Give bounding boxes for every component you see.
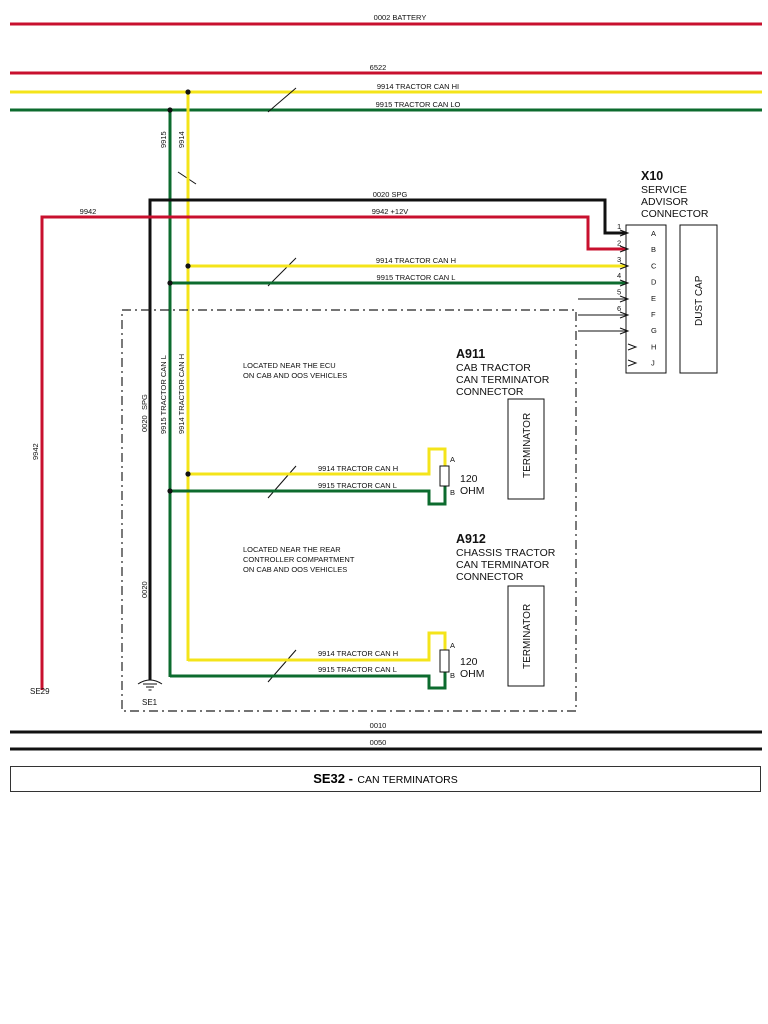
x10-pin-number: 4 <box>617 271 621 280</box>
a912-location1: LOCATED NEAR THE REAR <box>243 545 341 554</box>
x10-pin-h: H <box>651 342 656 351</box>
wire-9915-a911 <box>170 486 447 506</box>
a912-location3: ON CAB AND OOS VEHICLES <box>243 565 347 574</box>
label-can-hi: 9914 TRACTOR CAN HI <box>377 82 459 91</box>
module-boundary <box>121 309 577 712</box>
x10-pin-arrows <box>619 229 638 367</box>
diagram-code: SE32 - <box>313 771 353 786</box>
label-9942-top: 9942 <box>80 207 97 216</box>
x10-line3: CONNECTOR <box>641 208 709 220</box>
label-v9915: 9915 <box>159 131 168 148</box>
resistor-a911 <box>439 465 450 487</box>
a911-id: A911 <box>456 347 485 361</box>
x10-line2: ADVISOR <box>641 196 689 208</box>
ground-se29-label: SE29 <box>30 687 50 696</box>
a912-line3: CONNECTOR <box>456 571 524 583</box>
wire-0020-spg <box>148 198 628 680</box>
ground-se1-icon <box>137 679 163 691</box>
label-can-h: 9914 TRACTOR CAN H <box>376 256 456 265</box>
twist-mark <box>267 257 297 287</box>
x10-pin-j: J <box>651 359 655 368</box>
x10-dust-cap-label: DUST CAP <box>694 275 705 326</box>
a912-can-h: 9914 TRACTOR CAN H <box>318 649 398 658</box>
label-v-can-h: 9914 TRACTOR CAN H <box>177 354 186 434</box>
x10-dust-cap <box>679 224 718 374</box>
x10-pin-number: 6 <box>617 304 621 313</box>
x10-pin-e: E <box>651 294 656 303</box>
label-spg: 0020 SPG <box>373 190 408 199</box>
x10-pin-b: B <box>651 245 656 254</box>
a912-location2: CONTROLLER COMPARTMENT <box>243 555 355 564</box>
a912-pin-b: B <box>450 671 455 680</box>
diagram-title: CAN TERMINATORS <box>357 774 458 786</box>
junction-dot <box>167 107 173 113</box>
a911-can-h: 9914 TRACTOR CAN H <box>318 464 398 473</box>
a912-resistor-value: 120 <box>460 656 478 668</box>
label-6522: 6522 <box>370 63 387 72</box>
label-12v: 9942 +12V <box>372 207 409 216</box>
x10-line1: SERVICE <box>641 184 687 196</box>
a911-location1: LOCATED NEAR THE ECU <box>243 361 336 370</box>
label-0010: 0010 <box>370 721 387 730</box>
wire-9914-a912-return <box>188 631 447 662</box>
junction-dot <box>167 280 173 286</box>
a911-resistor-value: 120 <box>460 473 478 485</box>
x10-pin-g: G <box>651 326 657 335</box>
label-battery: 0002 BATTERY <box>374 13 427 22</box>
a911-pin-b: B <box>450 488 455 497</box>
x10-pin-number: 2 <box>617 238 621 247</box>
a912-line2: CAN TERMINATOR <box>456 559 550 571</box>
label-v-spg: SPG <box>140 394 149 410</box>
a911-line2: CAN TERMINATOR <box>456 374 550 386</box>
junction-dot <box>185 89 191 95</box>
a911-location2: ON CAB AND OOS VEHICLES <box>243 371 347 380</box>
twist-mark <box>267 87 297 113</box>
label-can-lo: 9915 TRACTOR CAN LO <box>376 100 461 109</box>
wire-9914-a911 <box>188 447 447 476</box>
label-left-9942: 9942 <box>31 443 40 460</box>
a911-terminator-box <box>507 398 545 500</box>
label-v-can-l: 9915 TRACTOR CAN L <box>159 355 168 434</box>
a912-id: A912 <box>456 532 486 546</box>
a911-resistor-unit: OHM <box>460 485 485 497</box>
x10-pin-c: C <box>651 261 657 270</box>
x10-connector <box>625 224 667 374</box>
junction-dot <box>167 488 173 494</box>
x10-id: X10 <box>641 169 663 183</box>
diagram-title-box: SE32 - CAN TERMINATORS <box>10 766 761 792</box>
x10-pin-a: A <box>651 229 656 238</box>
x10-pin-number: 5 <box>617 288 621 297</box>
label-v-spg-num: 0020 <box>140 415 149 432</box>
a912-terminator-box <box>507 585 545 687</box>
a911-line3: CONNECTOR <box>456 386 524 398</box>
wire-9942 <box>40 215 628 690</box>
label-can-l: 9915 TRACTOR CAN L <box>377 273 456 282</box>
wire-9915-a912-return <box>170 672 447 690</box>
ground-se1-label: SE1 <box>142 698 158 707</box>
x10-pin-number: 1 <box>617 222 621 231</box>
junction-dot <box>185 263 191 269</box>
a911-line1: CAB TRACTOR <box>456 362 531 374</box>
a911-can-l: 9915 TRACTOR CAN L <box>318 481 397 490</box>
label-v-0020: 0020 <box>140 581 149 598</box>
label-0050: 0050 <box>370 738 387 747</box>
x10-pin-d: D <box>651 278 657 287</box>
label-v9914: 9914 <box>177 131 186 148</box>
x10-pin-f: F <box>651 310 656 319</box>
a912-line1: CHASSIS TRACTOR <box>456 547 556 559</box>
a912-can-l: 9915 TRACTOR CAN L <box>318 665 397 674</box>
x10-pin-number: 3 <box>617 255 621 264</box>
a912-pin-a: A <box>450 641 455 650</box>
junction-dot <box>185 471 191 477</box>
a912-resistor-unit: OHM <box>460 668 485 680</box>
resistor-a912 <box>439 649 450 673</box>
a911-terminator-label: TERMINATOR <box>522 413 533 478</box>
a912-terminator-label: TERMINATOR <box>522 604 533 669</box>
a911-pin-a: A <box>450 455 455 464</box>
twist-mark <box>267 465 297 499</box>
